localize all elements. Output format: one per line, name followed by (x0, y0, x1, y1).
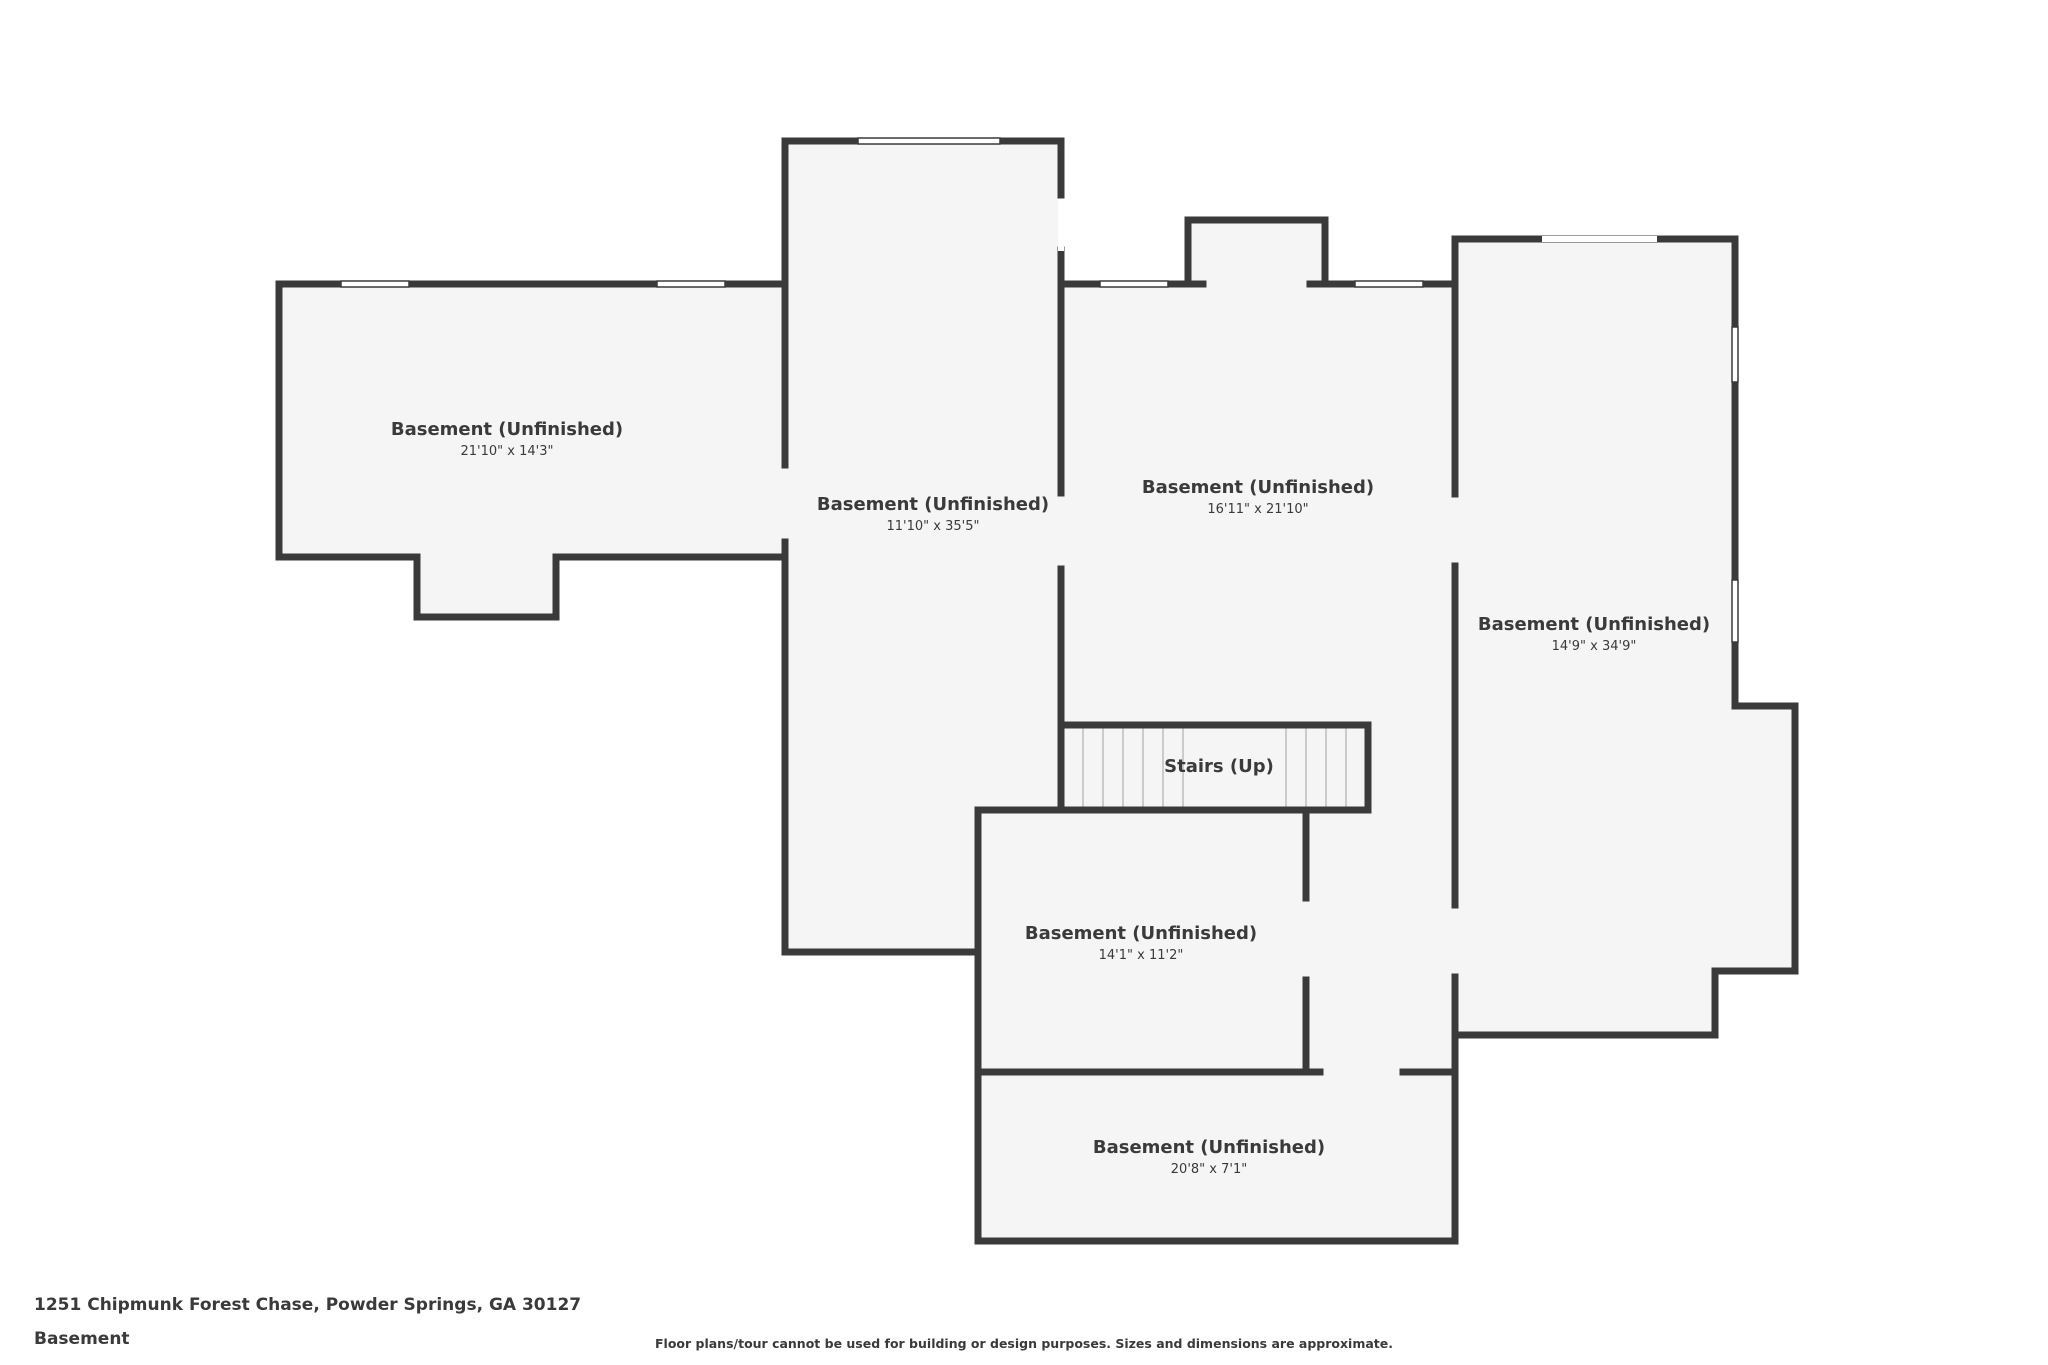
window-east-side-1 (1731, 326, 1739, 383)
wall-south-room (974, 806, 1459, 1245)
floor-level-label: Basement (34, 1329, 130, 1349)
window-west-1 (340, 280, 410, 288)
room-label-dims: 21'10" x 14'3" (461, 444, 554, 459)
window-west-2 (656, 280, 726, 288)
stairs-label: Stairs (Up) (1164, 756, 1274, 777)
wall-stairs (1057, 721, 1372, 814)
room-label-dims: 20'8" x 7'1" (1171, 1162, 1247, 1177)
room-label-dims: 16'11" x 21'10" (1207, 502, 1308, 517)
floor-room-southmost (978, 1072, 1455, 1241)
room-labels: Basement (Unfinished) 21'10" x 14'3" Bas… (391, 419, 1710, 1177)
wall-central-tall-bottom (781, 553, 982, 956)
window-central-east-2 (1354, 280, 1424, 288)
property-address: 1251 Chipmunk Forest Chase, Powder Sprin… (34, 1295, 582, 1315)
window-east-top (1542, 236, 1657, 242)
window-central-side (1058, 199, 1064, 251)
floor-room-south (978, 810, 1455, 1072)
room-label-dims: 11'10" x 35'5" (887, 519, 980, 534)
room-label-dims: 14'1" x 11'2" (1099, 948, 1184, 963)
room-label-name: Basement (Unfinished) (1025, 923, 1257, 944)
room-label-name: Basement (Unfinished) (391, 419, 623, 440)
window-central-east-1 (1099, 280, 1169, 288)
floor-room-central-east (1061, 220, 1455, 810)
room-label-name: Basement (Unfinished) (817, 494, 1049, 515)
floor-areas (279, 141, 1795, 1241)
floor-room-west (279, 284, 785, 617)
disclaimer: Floor plans/tour cannot be used for buil… (655, 1336, 1393, 1351)
room-label-name: Basement (Unfinished) (1478, 614, 1710, 635)
room-label-name: Basement (Unfinished) (1093, 1137, 1325, 1158)
floor-room-east (1455, 239, 1795, 1035)
wall-east-room (1451, 235, 1799, 1039)
room-label-name: Basement (Unfinished) (1142, 477, 1374, 498)
walls (275, 137, 1799, 1245)
wall-west-room (275, 280, 789, 621)
wall-central-east-bump (1184, 216, 1329, 288)
room-label-dims: 14'9" x 34'9" (1552, 639, 1637, 654)
window-east-side-2 (1731, 579, 1739, 643)
window-central-top (857, 137, 1001, 145)
windows (340, 137, 1739, 643)
